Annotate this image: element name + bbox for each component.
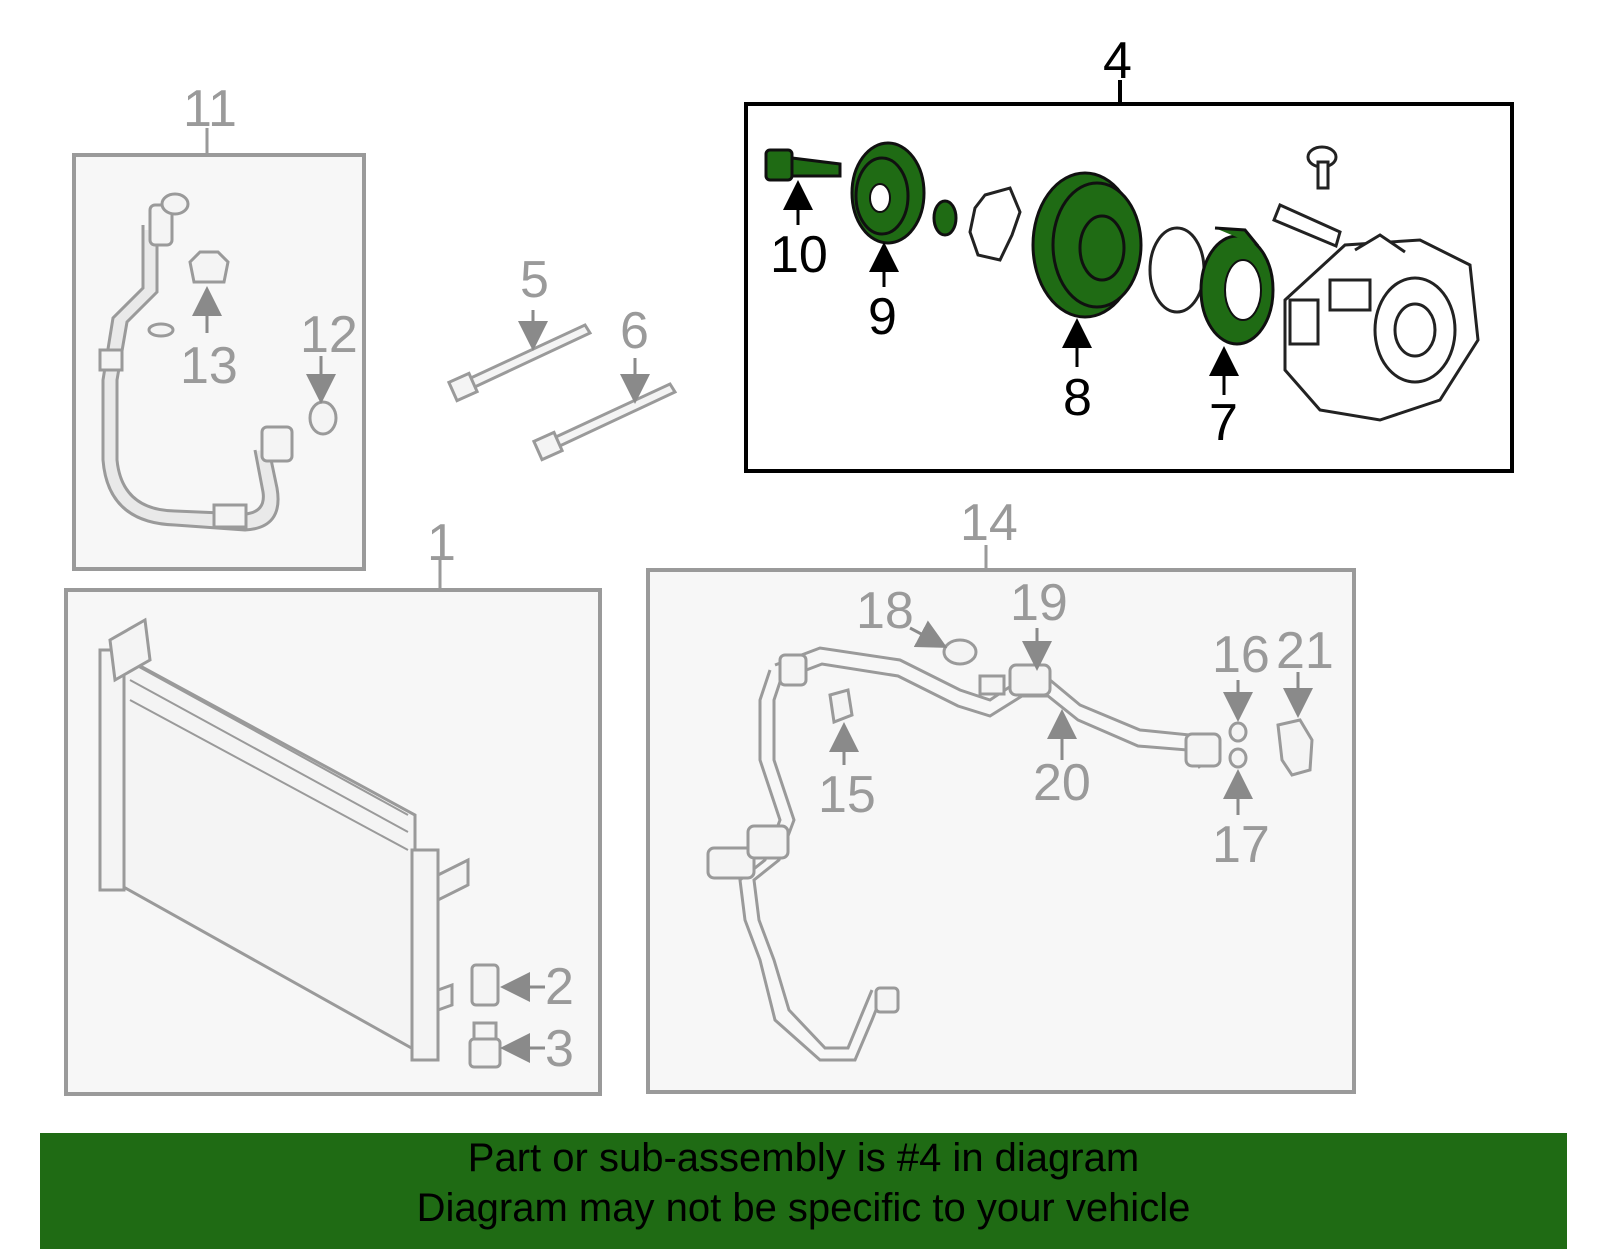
nut-icon xyxy=(188,250,230,284)
snap-ring-icon xyxy=(1148,226,1206,314)
label-10: 10 xyxy=(770,226,828,284)
footer-line-2: Diagram may not be specific to your vehi… xyxy=(416,1186,1191,1230)
label-3: 3 xyxy=(545,1020,574,1078)
label-8: 8 xyxy=(1063,369,1092,427)
label-21: 21 xyxy=(1276,622,1334,680)
o-ring-icon xyxy=(1228,747,1248,769)
bolt-icon xyxy=(543,382,678,454)
label-16: 16 xyxy=(1212,626,1270,684)
bracket-icon xyxy=(1272,202,1342,249)
bolt-shank-icon xyxy=(790,156,842,178)
label-1: 1 xyxy=(427,514,456,572)
label-12: 12 xyxy=(300,306,358,364)
part-10-bolt[interactable]: 10 xyxy=(764,148,842,284)
gasket-icon xyxy=(968,186,1022,262)
footer-line-1: Part or sub-assembly is #4 in diagram xyxy=(467,1136,1140,1180)
footer-banner: Part or sub-assembly is #4 in diagram Di… xyxy=(40,1133,1567,1249)
plug-icon xyxy=(472,1021,498,1041)
part-12-o-ring[interactable]: 12 xyxy=(300,306,358,436)
compressor-body xyxy=(1283,233,1480,422)
o-ring-icon xyxy=(1228,721,1248,743)
o-ring-icon xyxy=(147,322,175,338)
cap-icon xyxy=(942,638,978,666)
part-15-pressure-sensor[interactable]: 15 xyxy=(818,688,876,824)
part-13-nut[interactable]: 13 xyxy=(180,250,238,395)
desiccant-icon xyxy=(470,963,500,1007)
part-2-desiccant[interactable]: 2 xyxy=(470,958,574,1016)
label-20: 20 xyxy=(1033,754,1091,812)
part-20-line[interactable]: 20 xyxy=(1033,709,1091,812)
label-4: 4 xyxy=(1103,32,1132,90)
screw xyxy=(1306,145,1338,190)
part-17-o-ring[interactable]: 17 xyxy=(1212,747,1270,874)
label-13: 13 xyxy=(180,337,238,395)
part-6-bolt[interactable]: 6 xyxy=(531,302,678,462)
part-19-fitting[interactable]: 19 xyxy=(1010,574,1068,671)
label-9: 9 xyxy=(868,288,897,346)
group-4-compressor[interactable]: 4 10 9 8 xyxy=(744,32,1514,473)
label-18: 18 xyxy=(856,582,914,640)
o-ring-icon xyxy=(308,400,338,436)
label-19: 19 xyxy=(1010,574,1068,632)
expansion-valve-icon xyxy=(1276,718,1314,777)
shim-icon xyxy=(932,199,958,237)
group-11-discharge-hose[interactable]: 11 13 12 xyxy=(72,80,366,571)
part-5-bolt[interactable]: 5 xyxy=(446,251,593,403)
group-14-lines[interactable]: 14 18 19 20 15 xyxy=(646,494,1356,1094)
label-2: 2 xyxy=(545,958,574,1016)
part-8-pulley[interactable]: 8 xyxy=(1031,171,1143,427)
receiver-drier-icon xyxy=(410,848,440,1062)
part-16-o-ring[interactable]: 16 xyxy=(1212,626,1270,743)
label-15: 15 xyxy=(818,766,876,824)
group-1-condenser[interactable]: 1 2 3 xyxy=(64,514,602,1096)
part-7-field-coil[interactable]: 7 xyxy=(1199,226,1275,452)
pressure-sensor-icon xyxy=(828,688,854,725)
label-14: 14 xyxy=(960,494,1018,552)
label-11: 11 xyxy=(183,80,237,138)
part-18-cap[interactable]: 18 xyxy=(856,582,978,666)
label-17: 17 xyxy=(1212,816,1270,874)
part-3-plug[interactable]: 3 xyxy=(468,1020,574,1078)
label-6: 6 xyxy=(620,302,649,360)
part-9-clutch-hub[interactable]: 9 xyxy=(850,141,926,346)
part-21-expansion-valve[interactable]: 21 xyxy=(1276,622,1334,777)
label-5: 5 xyxy=(520,251,549,309)
label-7: 7 xyxy=(1209,394,1238,452)
bolt-head-icon xyxy=(764,148,794,182)
cap-icon xyxy=(160,192,190,216)
bolt-icon xyxy=(458,323,593,395)
